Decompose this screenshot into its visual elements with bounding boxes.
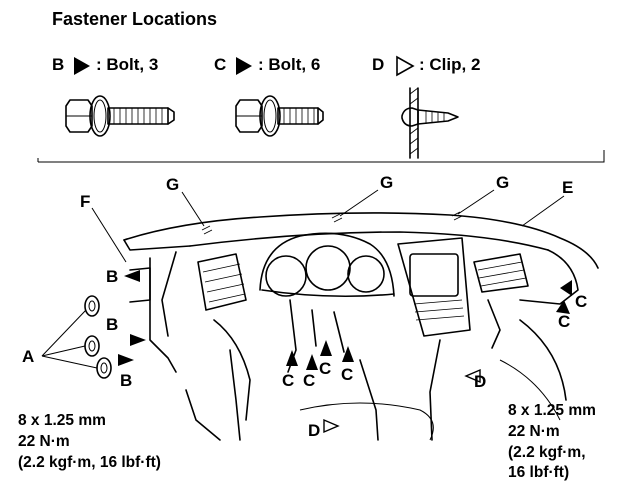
torque-spec-left: 8 x 1.25 mm 22 N·m (2.2 kgf·m, 16 lbf·ft… xyxy=(18,412,161,471)
callout-d-1: D xyxy=(474,372,486,391)
spec-left-nm: 22 N·m xyxy=(18,433,70,450)
callout-g-left: G xyxy=(166,175,179,194)
callout-g-right: G xyxy=(496,173,509,192)
callout-d-2: D xyxy=(308,421,320,440)
callout-e: E xyxy=(562,178,573,197)
fastener-legend: B : Bolt, 3 C : Bolt, 6 D : Clip, 2 xyxy=(52,55,480,77)
a-bolt-heads xyxy=(84,295,112,379)
spec-right-lbf: 16 lbf·ft) xyxy=(508,464,569,481)
diagram-title: Fastener Locations xyxy=(52,9,217,29)
callout-f: F xyxy=(80,192,90,211)
d-markers xyxy=(323,368,481,434)
dashboard-illustration xyxy=(123,211,599,441)
filled-triangle-icon xyxy=(236,57,252,75)
callout-c-6: C xyxy=(558,312,570,331)
leader-lines xyxy=(41,189,565,369)
bolt-c-icon xyxy=(235,95,324,137)
callout-b-1: B xyxy=(106,267,118,286)
callout-c-4: C xyxy=(341,365,353,384)
legend-desc-b: : Bolt, 3 xyxy=(96,55,158,74)
spec-right-nm: 22 N·m xyxy=(508,423,560,440)
callout-c-2: C xyxy=(303,371,315,390)
callout-b-2: B xyxy=(106,315,118,334)
legend-letter-d: D xyxy=(372,55,384,74)
bolt-b-icon xyxy=(65,95,175,137)
legend-letter-b: B xyxy=(52,55,64,74)
legend-desc-d: : Clip, 2 xyxy=(419,55,480,74)
callout-g-center: G xyxy=(380,173,393,192)
callout-b-3: B xyxy=(120,371,132,390)
callout-c-1: C xyxy=(282,371,294,390)
callout-c-3: C xyxy=(319,359,331,378)
legend-separator xyxy=(37,150,605,163)
spec-left-kgf: (2.2 kgf·m, 16 lbf·ft) xyxy=(18,454,161,471)
callout-c-5: C xyxy=(575,292,587,311)
legend-letter-c: C xyxy=(214,55,226,74)
legend-desc-c: : Bolt, 6 xyxy=(258,55,320,74)
spec-right-size: 8 x 1.25 mm xyxy=(508,402,596,419)
c-markers xyxy=(286,280,572,370)
filled-triangle-icon xyxy=(74,57,90,75)
spec-right-kgf: (2.2 kgf·m, xyxy=(508,444,586,461)
spec-left-size: 8 x 1.25 mm xyxy=(18,412,106,429)
b-markers xyxy=(118,270,146,366)
torque-spec-right: 8 x 1.25 mm 22 N·m (2.2 kgf·m, 16 lbf·ft… xyxy=(508,402,596,481)
callout-a: A xyxy=(22,347,34,366)
open-triangle-icon xyxy=(396,55,415,77)
clip-d-icon xyxy=(401,87,459,159)
